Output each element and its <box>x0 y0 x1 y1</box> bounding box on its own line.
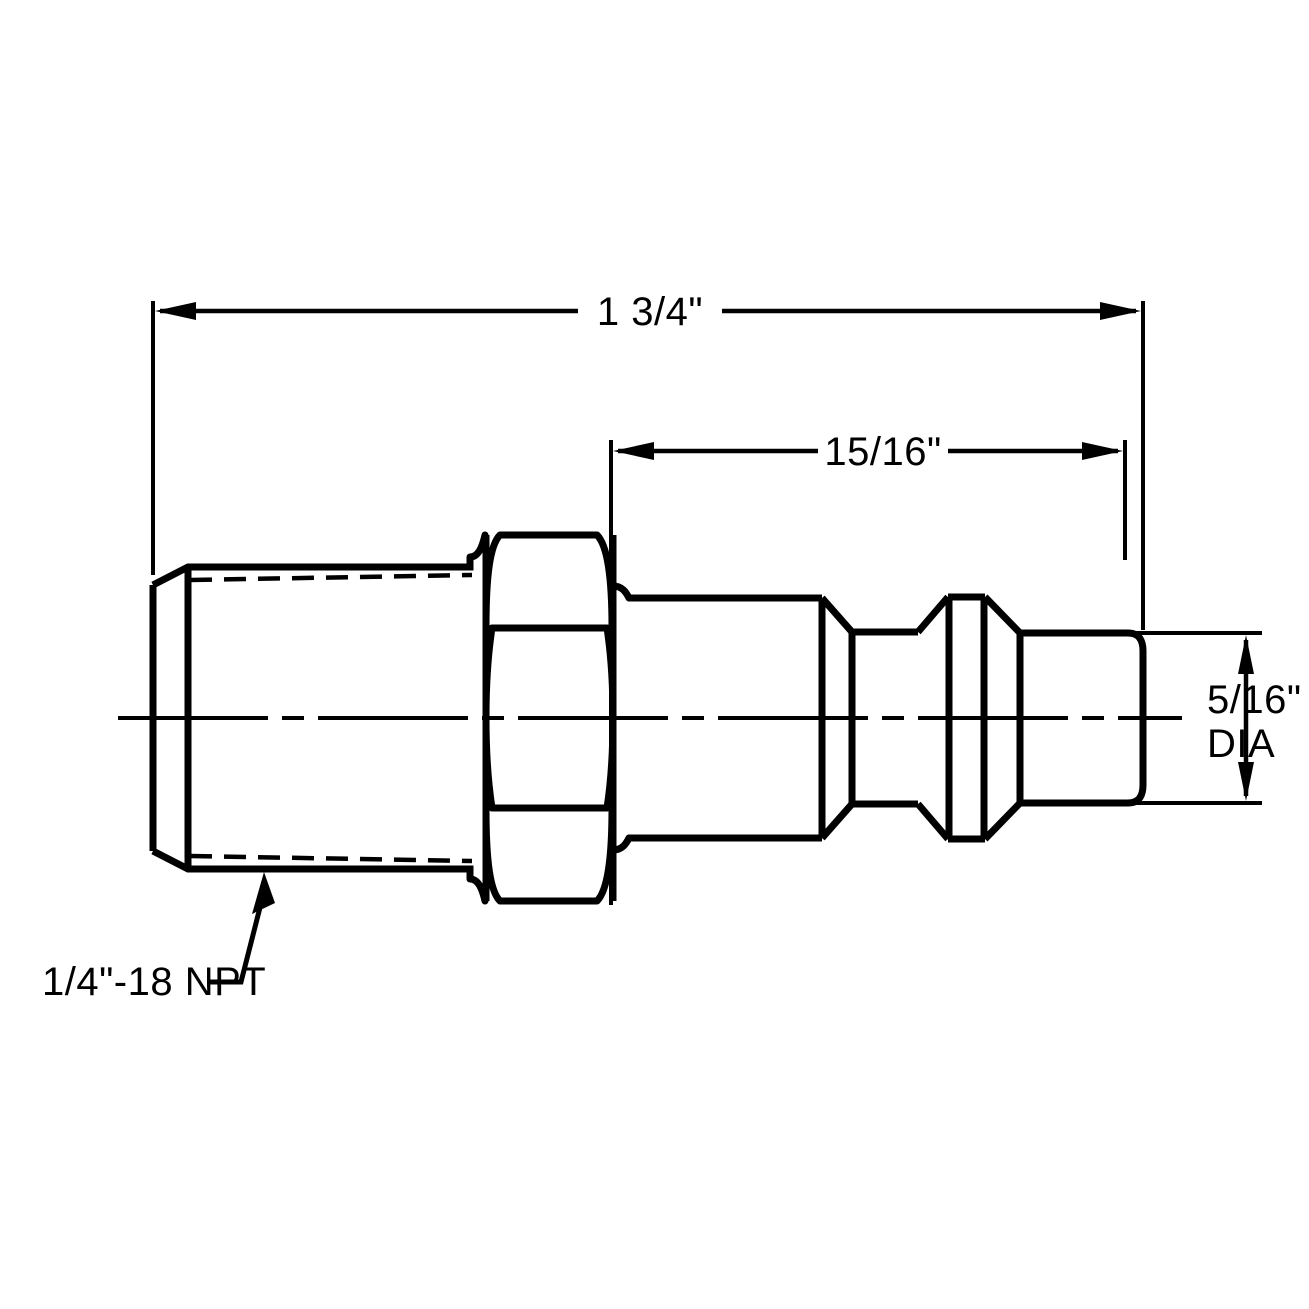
npt-thread-top-crest <box>151 557 474 589</box>
overall-length-dimension: 1 3/4" <box>151 290 1145 630</box>
nose-dia-arrowhead-bottom <box>1238 762 1254 801</box>
npt-thread-bottom-crest <box>151 847 474 879</box>
collar-ramp-top-left <box>915 594 951 635</box>
plug-length-label: 15/16" <box>824 430 941 474</box>
plug-length-dimension: 15/16" <box>609 430 1127 905</box>
npt-thread-root-top <box>189 572 473 583</box>
body-shoulder-taper-top <box>819 595 855 635</box>
overall-arrowhead-right <box>1100 302 1141 320</box>
npt-callout-label: 1/4"-18 NPT <box>42 960 266 1004</box>
nose-diameter-label-dia: DIA <box>1207 722 1275 766</box>
overall-length-label: 1 3/4" <box>597 290 703 334</box>
body-shoulder-taper-bottom <box>819 801 855 841</box>
npt-thread-callout: 1/4"-18 NPT <box>42 872 275 1004</box>
plug-arrowhead-left <box>613 442 654 460</box>
nose-diameter-dimension: 5/16" DIA <box>1128 631 1302 805</box>
npt-callout-arrowhead <box>252 872 275 914</box>
plug-arrowhead-right <box>1082 442 1123 460</box>
nose-dia-arrowhead-top <box>1238 635 1254 674</box>
npt-callout-leader-line <box>209 883 269 985</box>
collar-ramp-top-right <box>982 594 1023 636</box>
hex-chamfer-arc-bottom-left <box>482 804 504 905</box>
npt-thread-root-bottom <box>189 853 473 864</box>
collar-ramp-bottom-left <box>915 801 951 842</box>
part-geometry <box>149 531 1147 905</box>
nose-diameter-label-value: 5/16" <box>1207 678 1302 722</box>
collar-ramp-bottom-right <box>982 800 1023 842</box>
overall-arrowhead-left <box>155 302 196 320</box>
hex-middle-left-curve <box>482 624 496 812</box>
hex-chamfer-arc-top-left <box>482 531 504 632</box>
